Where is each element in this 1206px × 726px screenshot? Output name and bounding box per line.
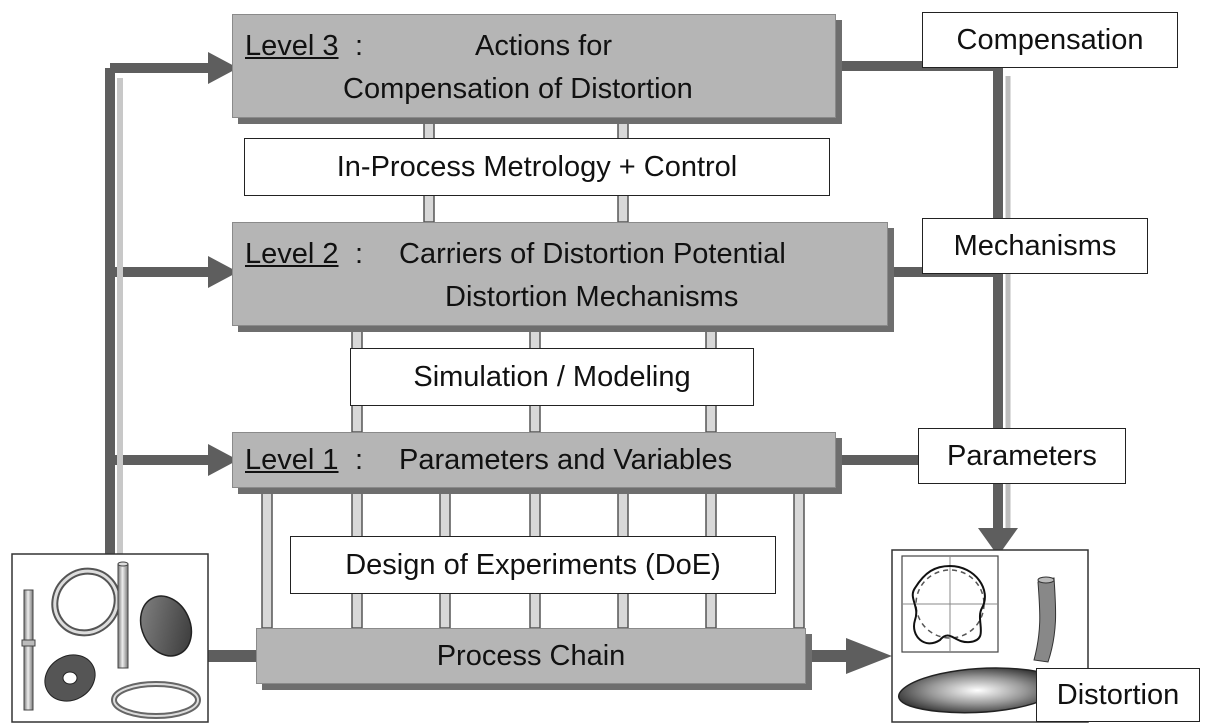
bent-cylinder-icon — [1033, 576, 1057, 663]
level-2-colon: : — [355, 238, 364, 270]
level-3-title-line2: Compensation of Distortion — [343, 73, 693, 105]
pin-icon — [21, 589, 36, 711]
distortion-label: Distortion — [1056, 678, 1180, 711]
roundness-plot-icon — [901, 555, 999, 653]
level-2-title-line1: Carriers of Distortion Potential — [399, 238, 786, 270]
level-2-title-line2: Distortion Mechanisms — [445, 281, 739, 313]
level-3-box: Level 3 : Actions for Compensation of Di… — [232, 14, 836, 118]
flat-ring-icon — [111, 681, 201, 719]
mechanisms-label-box: Mechanisms — [922, 218, 1148, 274]
level-3-tag: Level 3 — [245, 30, 339, 62]
inprocess-metrology-label: In-Process Metrology + Control — [336, 150, 738, 183]
level-1-box: Level 1 : Parameters and Variables — [232, 432, 836, 488]
parameters-label: Parameters — [947, 439, 1097, 472]
disc-icon — [139, 595, 193, 657]
process-flow-arrows — [208, 638, 892, 674]
feedback-arrows — [105, 52, 238, 560]
mechanisms-label: Mechanisms — [953, 229, 1117, 262]
ring-icon — [51, 567, 121, 637]
inprocess-metrology-box: In-Process Metrology + Control — [244, 138, 830, 196]
level-3-colon: : — [355, 30, 364, 62]
parameters-label-box: Parameters — [918, 428, 1126, 484]
simulation-modeling-box: Simulation / Modeling — [350, 348, 754, 406]
distortion-label-box: Distortion — [1036, 668, 1200, 722]
simulation-modeling-label: Simulation / Modeling — [413, 360, 691, 393]
level-2-box: Level 2 : Carriers of Distortion Potenti… — [232, 222, 888, 326]
process-chain-box: Process Chain — [256, 628, 806, 684]
washer-icon — [44, 654, 96, 702]
process-chain-label: Process Chain — [436, 639, 626, 672]
level-3-title-line1: Actions for — [475, 30, 612, 62]
rod-icon — [117, 561, 129, 669]
compensation-label-box: Compensation — [922, 12, 1178, 68]
components-image — [11, 553, 209, 723]
doe-label: Design of Experiments (DoE) — [345, 548, 721, 581]
level-1-colon: : — [355, 444, 364, 476]
compensation-label: Compensation — [956, 23, 1144, 56]
level-1-title: Parameters and Variables — [399, 444, 733, 476]
level-2-tag: Level 2 — [245, 238, 339, 270]
doe-box: Design of Experiments (DoE) — [290, 536, 776, 594]
level-1-tag: Level 1 — [245, 444, 339, 476]
